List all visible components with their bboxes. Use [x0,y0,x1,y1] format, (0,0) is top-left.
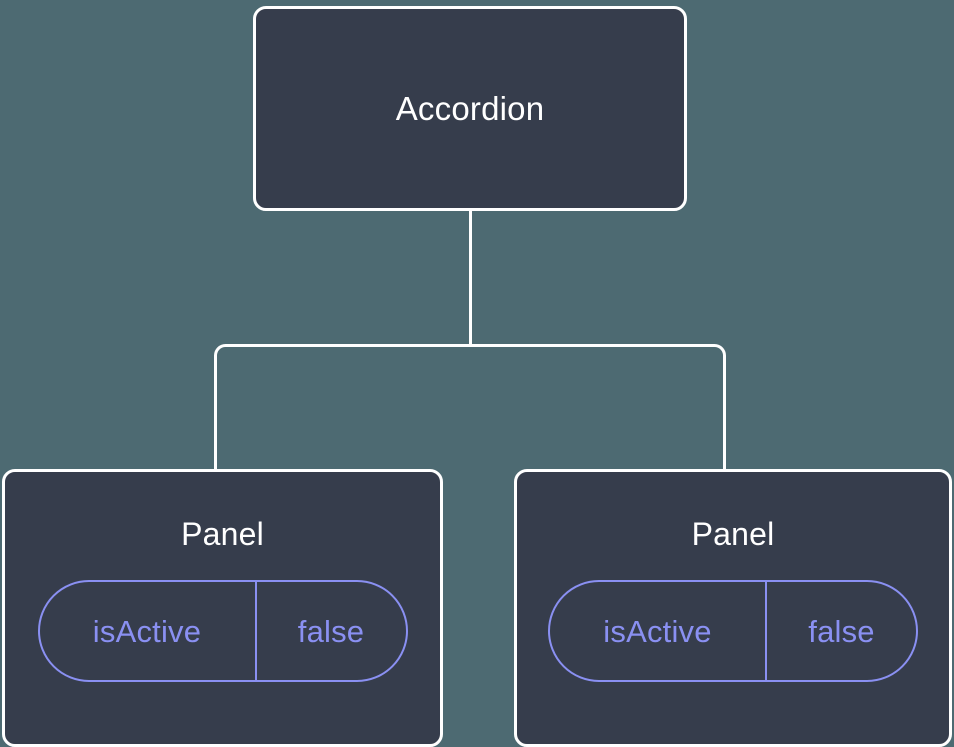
node-panel-2-label: Panel [691,516,775,552]
prop-value: false [765,582,916,680]
prop-key: isActive [92,613,202,649]
connector-bus-right [470,344,726,472]
node-panel-2[interactable]: Panel isActive false [514,469,952,747]
prop-badge-isactive-2[interactable]: isActive false [548,580,918,682]
prop-value: false [254,582,406,680]
prop-badge-isactive-1[interactable]: isActive false [37,580,408,682]
node-panel-1[interactable]: Panel isActive false [2,469,443,747]
node-accordion[interactable]: Accordion [253,6,687,211]
connector-bus-left [214,344,471,472]
prop-key: isActive [603,613,712,649]
node-panel-1-label: Panel [181,516,264,552]
node-accordion-label: Accordion [395,90,545,127]
